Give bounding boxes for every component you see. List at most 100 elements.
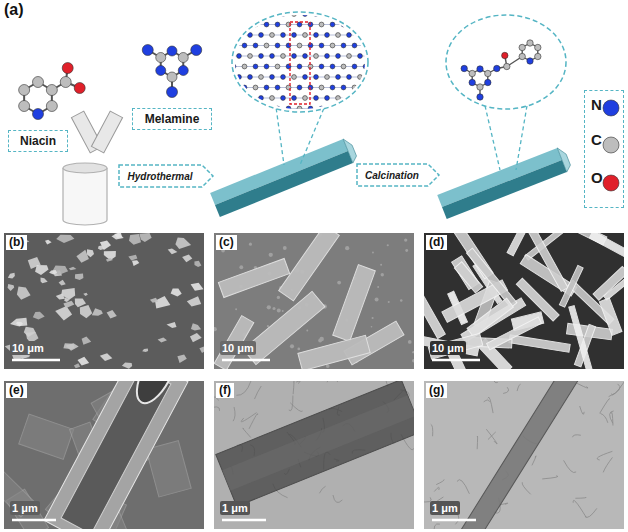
- atom-ball: [237, 12, 242, 17]
- micrograph: [4, 233, 204, 369]
- nanosheet-flake: [168, 249, 178, 255]
- tem-wisp: [572, 435, 580, 437]
- microrod: [424, 274, 445, 338]
- atom-ball: [603, 100, 619, 116]
- atom-ball: [485, 79, 491, 85]
- atom-ball: [308, 106, 313, 111]
- nanosheet-flake: [66, 343, 79, 350]
- atom-ball: [314, 75, 319, 80]
- surface-speck: [412, 359, 414, 363]
- atom-ball: [259, 75, 264, 80]
- nanosheet-flake: [63, 301, 74, 309]
- micrograph: [214, 233, 414, 369]
- hollow-tube: [44, 381, 188, 529]
- atom-ball: [191, 45, 202, 56]
- background-sheet: [19, 414, 74, 459]
- nanosheet-flake: [139, 233, 151, 242]
- scale-bar-label: 10 μm: [430, 341, 466, 355]
- nanosheet-flake: [75, 298, 86, 307]
- tem-wisp: [296, 381, 300, 384]
- atom-ball: [336, 75, 341, 80]
- nanosheet-flake: [194, 261, 201, 267]
- tem-wisp: [573, 500, 586, 517]
- atom-ball: [303, 75, 308, 80]
- atom-ball: [469, 79, 475, 85]
- lattice-bond: [366, 66, 377, 67]
- leader-line: [516, 106, 527, 170]
- surface-speck: [412, 351, 414, 353]
- atom-ball: [319, 22, 324, 27]
- atom-ball: [264, 22, 269, 27]
- microrod: [593, 266, 624, 300]
- atom-ball: [477, 84, 483, 90]
- surface-speck: [269, 253, 273, 257]
- tem-wisp: [488, 397, 493, 413]
- node-label: Calcination: [365, 170, 419, 181]
- surface-speck: [267, 325, 269, 327]
- niacin-molecule: [19, 63, 86, 120]
- atom-ball: [275, 85, 280, 90]
- tem-wisp: [575, 497, 586, 498]
- atom-ball: [253, 106, 258, 111]
- background-sheet: [146, 441, 191, 497]
- zoom-callout: [226, 12, 379, 165]
- panel-label: (c): [216, 235, 237, 250]
- atom-ball: [330, 106, 335, 111]
- microrod: [428, 333, 482, 359]
- atom-ball: [270, 75, 275, 80]
- nanosheet-flake: [112, 233, 124, 239]
- tem-wisp: [484, 400, 490, 402]
- nanosheet-flake: [87, 249, 94, 257]
- nanosheet-flake: [100, 241, 111, 250]
- atom-ball: [325, 33, 330, 38]
- atom-ball: [352, 43, 357, 48]
- surface-speck: [290, 344, 294, 348]
- panel-label: (f): [216, 383, 234, 398]
- atom-ball: [167, 87, 178, 98]
- atom-ball: [325, 12, 330, 17]
- nanosheet-flake: [61, 288, 75, 300]
- lattice-bond: [261, 14, 272, 15]
- scale-bar: [222, 519, 266, 522]
- atom-ball: [264, 85, 269, 90]
- panel-label: (b): [6, 235, 27, 250]
- tem-wisp: [611, 381, 624, 395]
- atom-ball: [156, 66, 166, 76]
- surface-speck: [283, 246, 287, 250]
- microrod: [507, 233, 532, 256]
- lattice-bond: [278, 108, 289, 109]
- surface-speck: [377, 286, 379, 288]
- nanosheet-flake: [78, 357, 90, 366]
- tem-wisp: [434, 524, 440, 529]
- atom-ball: [374, 64, 379, 69]
- atom-ball: [535, 44, 541, 50]
- scale-bar: [12, 359, 60, 362]
- surface-speck: [375, 298, 379, 302]
- nanosheet-flake: [24, 327, 36, 337]
- nanosheet-flake: [199, 346, 204, 353]
- atom-ball: [369, 75, 374, 80]
- atom-ball: [253, 85, 258, 90]
- atom-ball: [330, 22, 335, 27]
- arrow-outline: [357, 164, 439, 186]
- micrograph-ground: [4, 233, 204, 369]
- atom-ball: [358, 12, 363, 17]
- atom-ball: [369, 12, 374, 17]
- microrod: [509, 335, 570, 352]
- tem-wisp: [319, 486, 325, 493]
- scale-bar-label: 10 μm: [220, 341, 256, 355]
- tem-wisp: [290, 403, 302, 412]
- nanosheet-flake: [59, 280, 66, 286]
- nanosheet-flake: [106, 258, 113, 262]
- atom-ball: [494, 65, 500, 71]
- lattice-bond: [228, 77, 239, 78]
- atom-ball: [62, 63, 73, 74]
- tem-wisp: [580, 406, 585, 414]
- atom-ball: [374, 106, 379, 111]
- atom-ball: [270, 33, 275, 38]
- lattice-bond: [355, 24, 366, 25]
- atom-ball: [527, 40, 533, 46]
- surface-speck: [306, 330, 308, 332]
- surface-speck: [282, 310, 284, 312]
